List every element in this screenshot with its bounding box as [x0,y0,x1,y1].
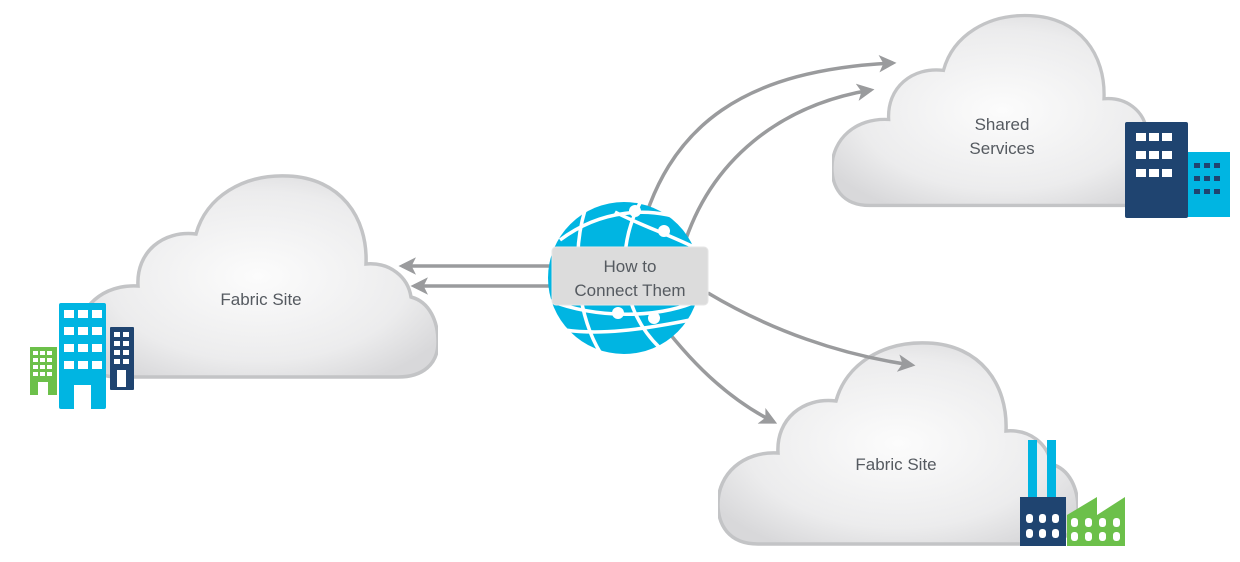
hub-label-box: How to Connect Them [551,246,709,306]
arrow-to-fabric-site-bottom-1 [707,291,916,372]
label-fabric-site-bottom: Fabric Site [855,455,936,474]
label-shared-services-line2: Services [969,139,1034,158]
office-buildings-icon [30,303,134,409]
arrow-to-shared-services-1 [635,54,897,249]
factory-icon [1020,440,1125,546]
hub-label-line1: How to [604,257,657,276]
hub-label-line2: Connect Them [574,281,685,300]
label-shared-services-line1: Shared [975,115,1030,134]
cloud-shared-services [832,13,1172,208]
label-fabric-site-left: Fabric Site [220,290,301,309]
datacenter-building-icon [1125,122,1230,218]
arrow-to-shared-services-2 [681,83,875,249]
